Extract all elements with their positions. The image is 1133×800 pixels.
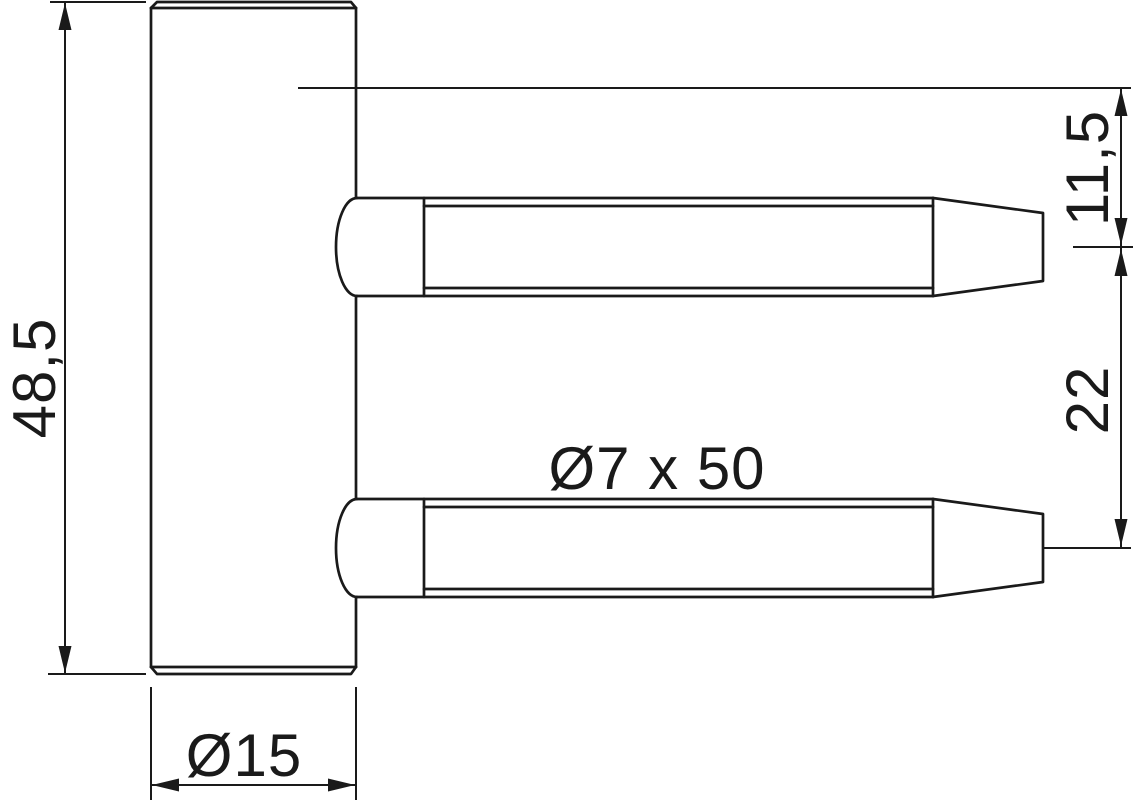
pin-offset-arrow-up xyxy=(1114,89,1128,116)
pin-spacing-arrow-up xyxy=(1114,249,1128,276)
dimension-labels: 48,5 Ø15 Ø7 x 50 11,5 22 xyxy=(1,110,1121,789)
upper-pin-taper-tip xyxy=(931,196,1045,298)
label-body-diameter: Ø15 xyxy=(186,722,302,789)
label-overall-height: 48,5 xyxy=(1,318,68,439)
label-pin-spacing: 22 xyxy=(1054,366,1121,435)
hinge-body-outline xyxy=(149,0,358,676)
body-bottom-chamfer-edge xyxy=(149,665,358,676)
diameter-arrow-right xyxy=(328,778,355,792)
label-pin-dimensions: Ø7 x 50 xyxy=(548,435,765,502)
lower-pin-dome-head xyxy=(334,497,359,599)
lower-pin-taper-tip xyxy=(931,497,1045,599)
height-arrow-up xyxy=(58,3,72,30)
height-arrow-down xyxy=(58,646,72,673)
pin-offset-arrow-down xyxy=(1114,218,1128,245)
lower-pin-outline xyxy=(334,497,1045,599)
pin-spacing-arrow-down xyxy=(1114,519,1128,546)
dimension-overall-height xyxy=(48,1,146,675)
body-top-chamfer-edge xyxy=(149,0,358,10)
dimension-arrowheads xyxy=(58,3,1128,792)
dimension-body-diameter xyxy=(150,687,357,800)
diameter-arrow-left xyxy=(152,778,179,792)
upper-pin-outline xyxy=(334,196,1045,298)
dimension-pin-spacing xyxy=(1043,247,1131,549)
upper-pin-dome-head xyxy=(334,196,359,298)
label-top-to-pin: 11,5 xyxy=(1054,110,1121,226)
